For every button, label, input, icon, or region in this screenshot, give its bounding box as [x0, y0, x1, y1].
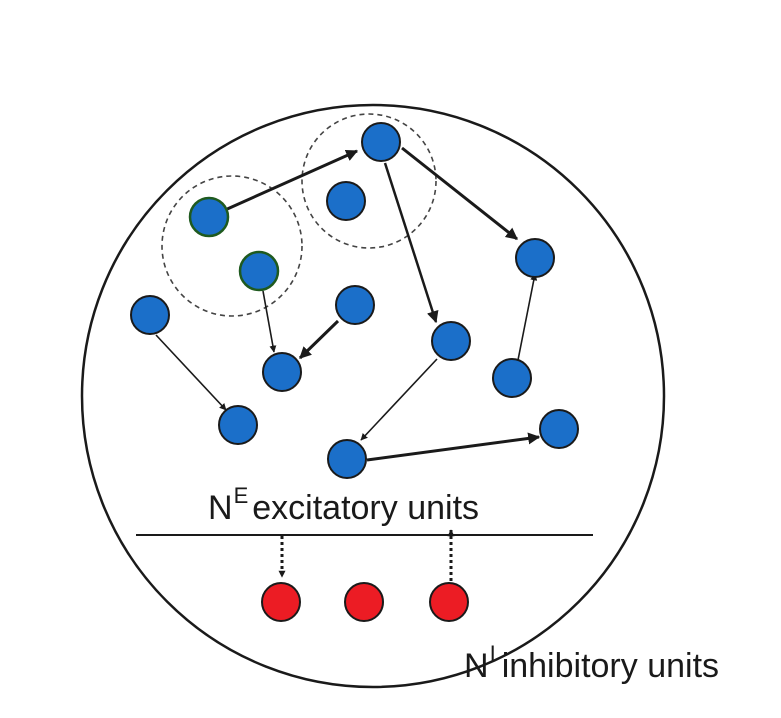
connection-arrow — [298, 319, 340, 360]
excitatory-label-superscript: E — [234, 483, 249, 508]
excitatory-unit — [262, 352, 302, 392]
excitatory-unit — [218, 405, 258, 445]
excitatory-unit — [539, 409, 579, 449]
connection-arrow — [366, 432, 541, 462]
connection-arrow — [360, 358, 438, 441]
excitatory-label-base: N — [208, 489, 233, 527]
cluster-ring-1 — [161, 175, 303, 317]
excitatory-unit — [327, 439, 367, 479]
excitatory-unit — [130, 295, 170, 335]
inhibitory-label-text: inhibitory units — [502, 647, 719, 685]
inhibitory-label-base: N — [464, 647, 489, 685]
inhibitory-unit — [344, 582, 384, 622]
cluster-ring-2 — [301, 113, 437, 249]
connection-arrow — [262, 290, 277, 353]
excitatory-unit — [188, 196, 230, 238]
excitatory-unit — [238, 250, 280, 292]
excitatory-unit — [492, 358, 532, 398]
connection-arrow — [383, 162, 439, 324]
excitatory-unit — [326, 181, 366, 221]
inhibitory-unit — [261, 582, 301, 622]
excitatory-unit — [361, 122, 401, 162]
connection-arrow — [224, 149, 359, 212]
excitatory-unit — [431, 321, 471, 361]
inhibitory-label-superscript: I — [490, 641, 496, 666]
connection-arrow — [401, 146, 518, 241]
excitatory-units — [130, 122, 579, 479]
excitatory-connections — [155, 146, 541, 462]
excitatory-unit — [335, 285, 375, 325]
population-boundary — [80, 103, 666, 689]
excitatory-unit — [515, 238, 555, 278]
excitatory-label-text: excitatory units — [252, 489, 479, 527]
inhibitory-units — [261, 582, 469, 622]
connection-arrow — [155, 334, 227, 411]
inhibitory-unit — [429, 582, 469, 622]
connection-arrow — [517, 273, 538, 361]
